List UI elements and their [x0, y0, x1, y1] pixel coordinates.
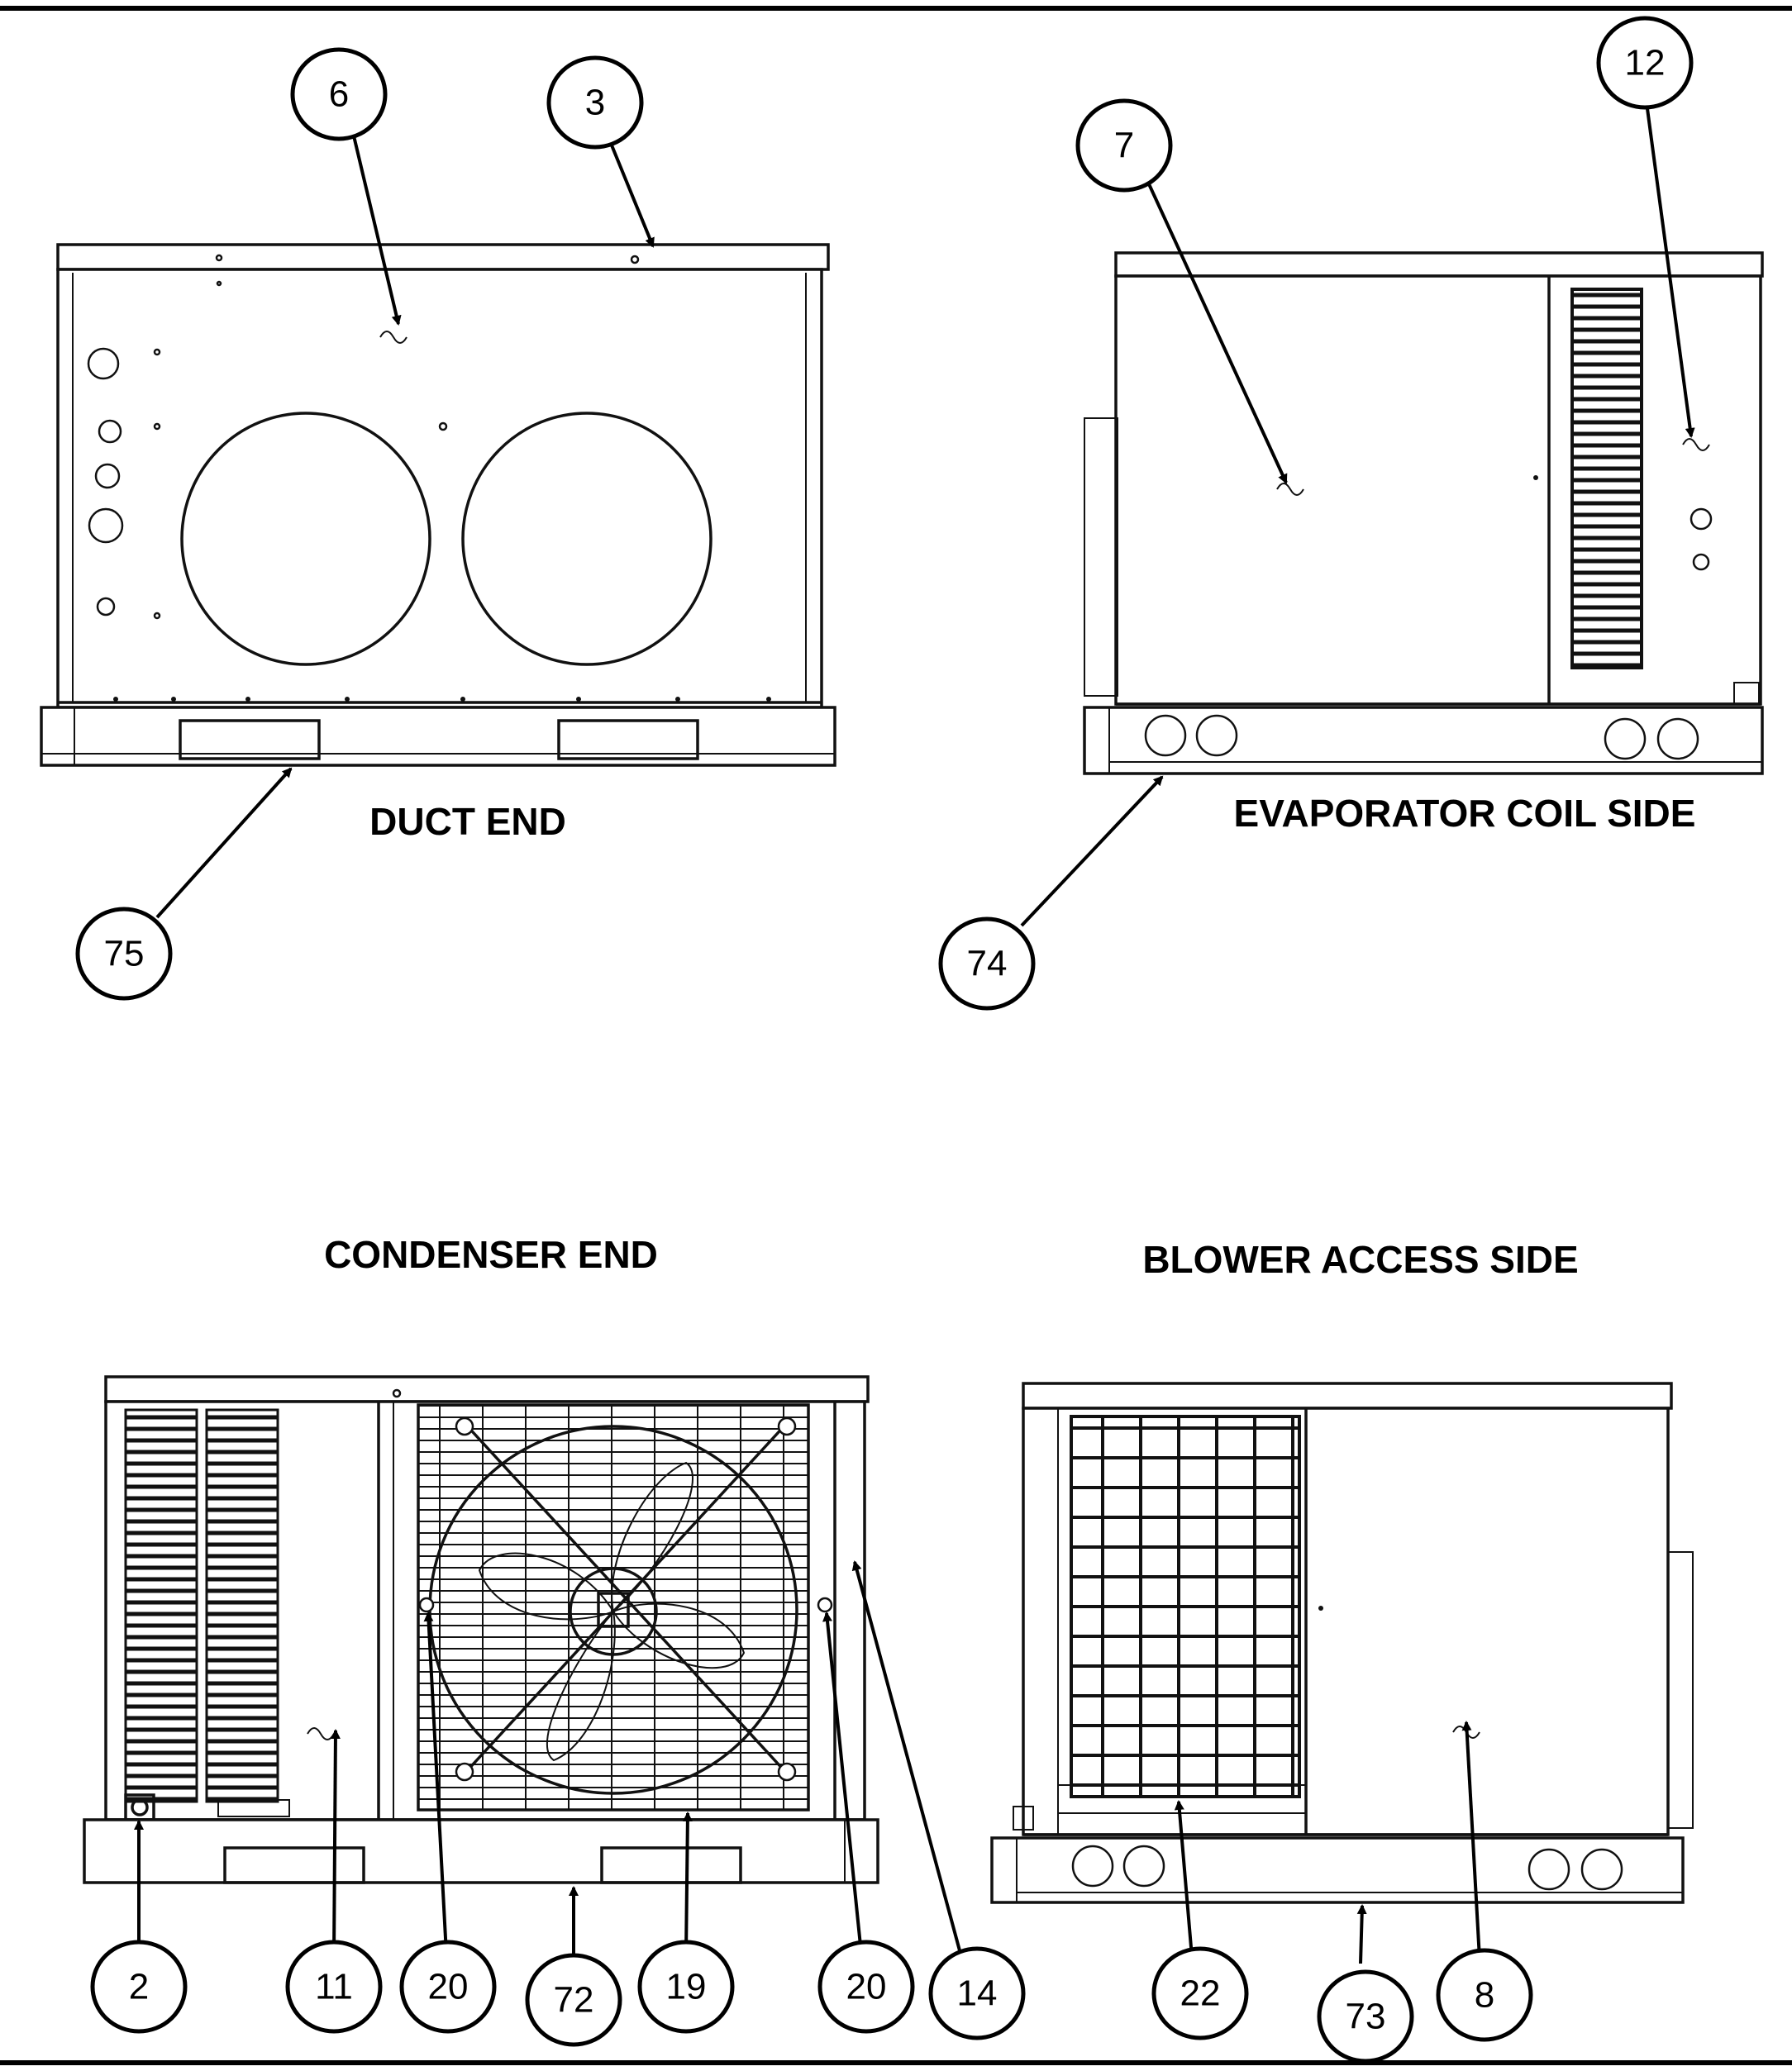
condenser-end-base-rail: [83, 1818, 879, 1884]
duct-end-top-cover: [56, 243, 830, 271]
condenser-louver-left: [124, 1408, 198, 1803]
callout-20-left: 20: [399, 1940, 497, 2034]
callout-19: 19: [637, 1940, 735, 2034]
svg-text:7: 7: [1114, 126, 1134, 166]
evaporator-louver: [1570, 288, 1643, 669]
callout-14: 14: [928, 1946, 1026, 2040]
evaporator-coil-side-view: [1083, 251, 1764, 775]
svg-text:14: 14: [957, 1973, 998, 2014]
callout-7: 7: [1075, 98, 1173, 193]
callout-leaders: [134, 102, 1695, 1964]
callout-74: 74: [938, 916, 1036, 1011]
svg-text:73: 73: [1346, 1997, 1386, 2037]
svg-text:2: 2: [129, 1967, 149, 2007]
blower-access-side-view: [990, 1382, 1694, 1904]
callout-73: 73: [1317, 1969, 1414, 2064]
blower-access-side-title: BLOWER ACCESS SIDE: [1142, 1238, 1578, 1281]
svg-text:8: 8: [1475, 1975, 1494, 2016]
svg-text:20: 20: [428, 1967, 469, 2007]
evaporator-coil-side-title: EVAPORATOR COIL SIDE: [1234, 792, 1696, 835]
callout-8: 8: [1436, 1948, 1533, 2042]
evaporator-side-panel: [1114, 274, 1762, 706]
svg-text:12: 12: [1625, 43, 1666, 83]
callout-3: 3: [546, 55, 644, 150]
condenser-end-title: CONDENSER END: [324, 1233, 658, 1276]
callout-22: 22: [1151, 1946, 1249, 2040]
duct-opening-supply: [180, 412, 431, 666]
callout-6: 6: [290, 47, 388, 141]
callout-20-right: 20: [817, 1940, 915, 2034]
duct-end-view: [40, 243, 836, 767]
condenser-louver-right: [205, 1408, 279, 1803]
duct-end-title: DUCT END: [369, 800, 566, 843]
condenser-fan-blades: [478, 1461, 746, 1762]
callout-11: 11: [285, 1940, 383, 2034]
duct-opening-return: [461, 412, 713, 666]
svg-text:19: 19: [666, 1967, 707, 2007]
condenser-end-view: [83, 1375, 879, 1884]
svg-text:6: 6: [329, 74, 349, 115]
svg-text:20: 20: [846, 1967, 887, 2007]
condenser-coil-grid: [1070, 1415, 1301, 1798]
svg-text:74: 74: [967, 944, 1008, 984]
callout-75: 75: [75, 907, 173, 1001]
callout-72: 72: [525, 1953, 622, 2047]
svg-text:3: 3: [585, 83, 605, 123]
condenser-fan-motor: [597, 1592, 630, 1628]
duct-end-base-rail: [40, 706, 836, 767]
svg-text:11: 11: [315, 1967, 353, 2007]
callout-2: 2: [90, 1940, 188, 2034]
duct-end-panel: [56, 268, 823, 709]
callout-12: 12: [1596, 16, 1694, 110]
svg-text:22: 22: [1180, 1973, 1221, 2014]
svg-text:75: 75: [104, 934, 145, 974]
svg-text:72: 72: [554, 1980, 594, 2021]
